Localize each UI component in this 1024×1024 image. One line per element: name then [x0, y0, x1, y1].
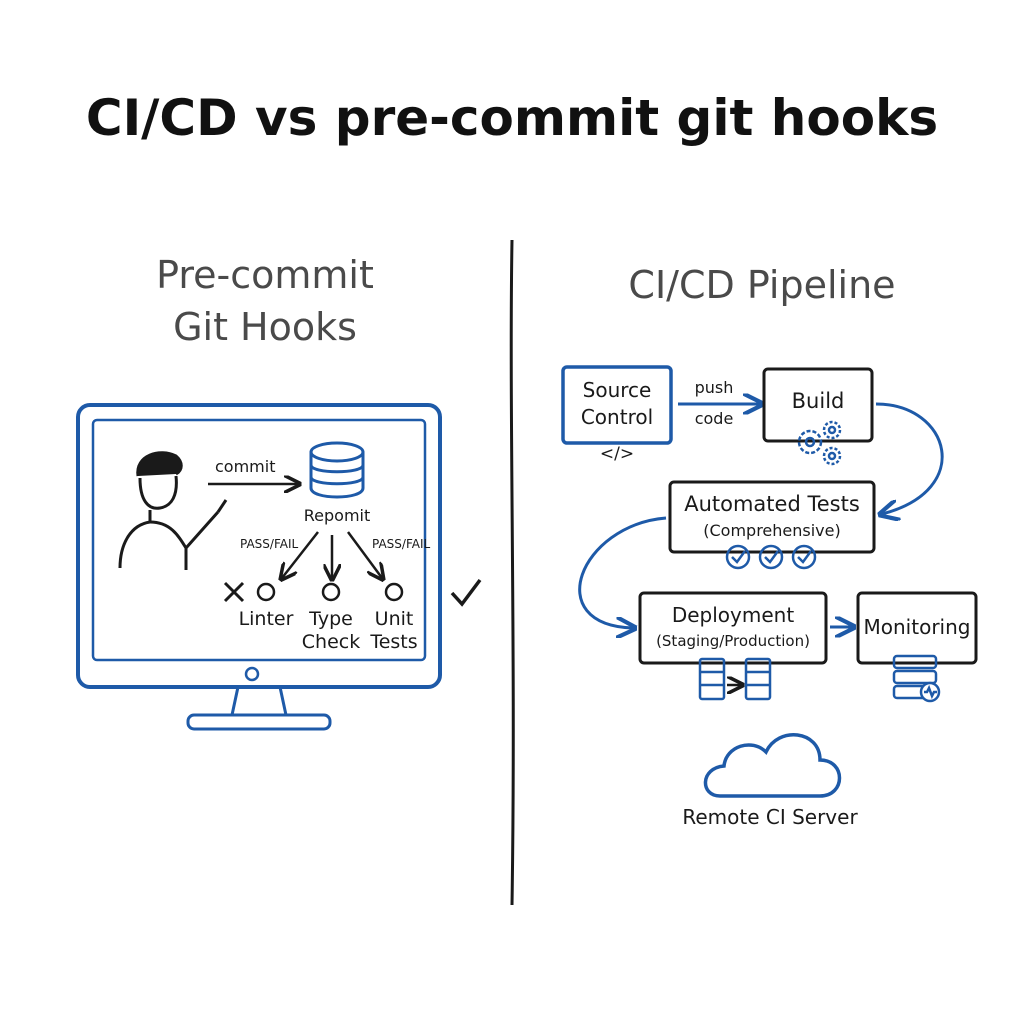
pass-fail-left: PASS/FAIL: [240, 537, 299, 551]
check-mark-icon: [450, 578, 482, 607]
push-label-line1: push: [695, 378, 734, 397]
check-unit-line1: Unit: [375, 608, 414, 630]
cloud-icon: [703, 733, 842, 798]
left-heading-line2: Git Hooks: [173, 305, 357, 349]
automated-tests-box: Automated Tests (Comprehensive): [668, 480, 876, 554]
code-icon: </>: [600, 444, 634, 464]
server-transfer-icon: [698, 657, 772, 701]
gears-icon: [797, 420, 842, 466]
typecheck-status-circle: [321, 582, 341, 602]
pass-fail-right: PASS/FAIL: [372, 537, 431, 551]
source-label-line1: Source: [583, 378, 652, 402]
build-label: Build: [792, 389, 845, 413]
center-divider: [509, 239, 515, 906]
database-icon: [309, 441, 365, 499]
page-title: CI/CD vs pre-commit git hooks: [86, 89, 938, 147]
source-control-box: Source Control: [561, 365, 673, 445]
repo-label: Repomit: [304, 506, 371, 525]
build-box: Build: [762, 367, 874, 443]
left-heading-line1: Pre-commit: [156, 253, 374, 297]
push-label-line2: code: [695, 409, 734, 428]
check-type-line2: Check: [302, 631, 360, 653]
person-icon: [118, 451, 228, 570]
monitoring-label: Monitoring: [864, 615, 971, 639]
check-linter-line1: Linter: [239, 608, 294, 630]
linter-status-circle: [256, 582, 276, 602]
check-circle-icon: [725, 544, 817, 570]
branch-arrow-unittests: [346, 531, 382, 578]
check-unit-line2: Tests: [369, 631, 417, 653]
commit-label: commit: [215, 457, 275, 476]
server-monitor-icon: [892, 654, 941, 703]
x-mark-icon: [223, 581, 245, 603]
check-type-line1: Type: [308, 608, 353, 630]
arrow-tests-to-deploy: [578, 516, 667, 628]
remote-ci-server-label: Remote CI Server: [682, 805, 858, 829]
right-heading: CI/CD Pipeline: [628, 263, 895, 307]
monitor-icon: [76, 403, 442, 731]
source-label-line2: Control: [581, 405, 653, 429]
deploy-label-line2: (Staging/Production): [656, 632, 810, 650]
deployment-box: Deployment (Staging/Production): [638, 591, 828, 665]
arrow-build-to-tests: [876, 402, 944, 514]
branch-arrow-linter: [282, 531, 319, 578]
tests-label-line2: (Comprehensive): [703, 521, 840, 540]
tests-label-line1: Automated Tests: [684, 492, 860, 516]
unittests-status-circle: [384, 582, 404, 602]
deploy-label-line1: Deployment: [672, 603, 794, 627]
monitoring-box: Monitoring: [856, 591, 978, 665]
